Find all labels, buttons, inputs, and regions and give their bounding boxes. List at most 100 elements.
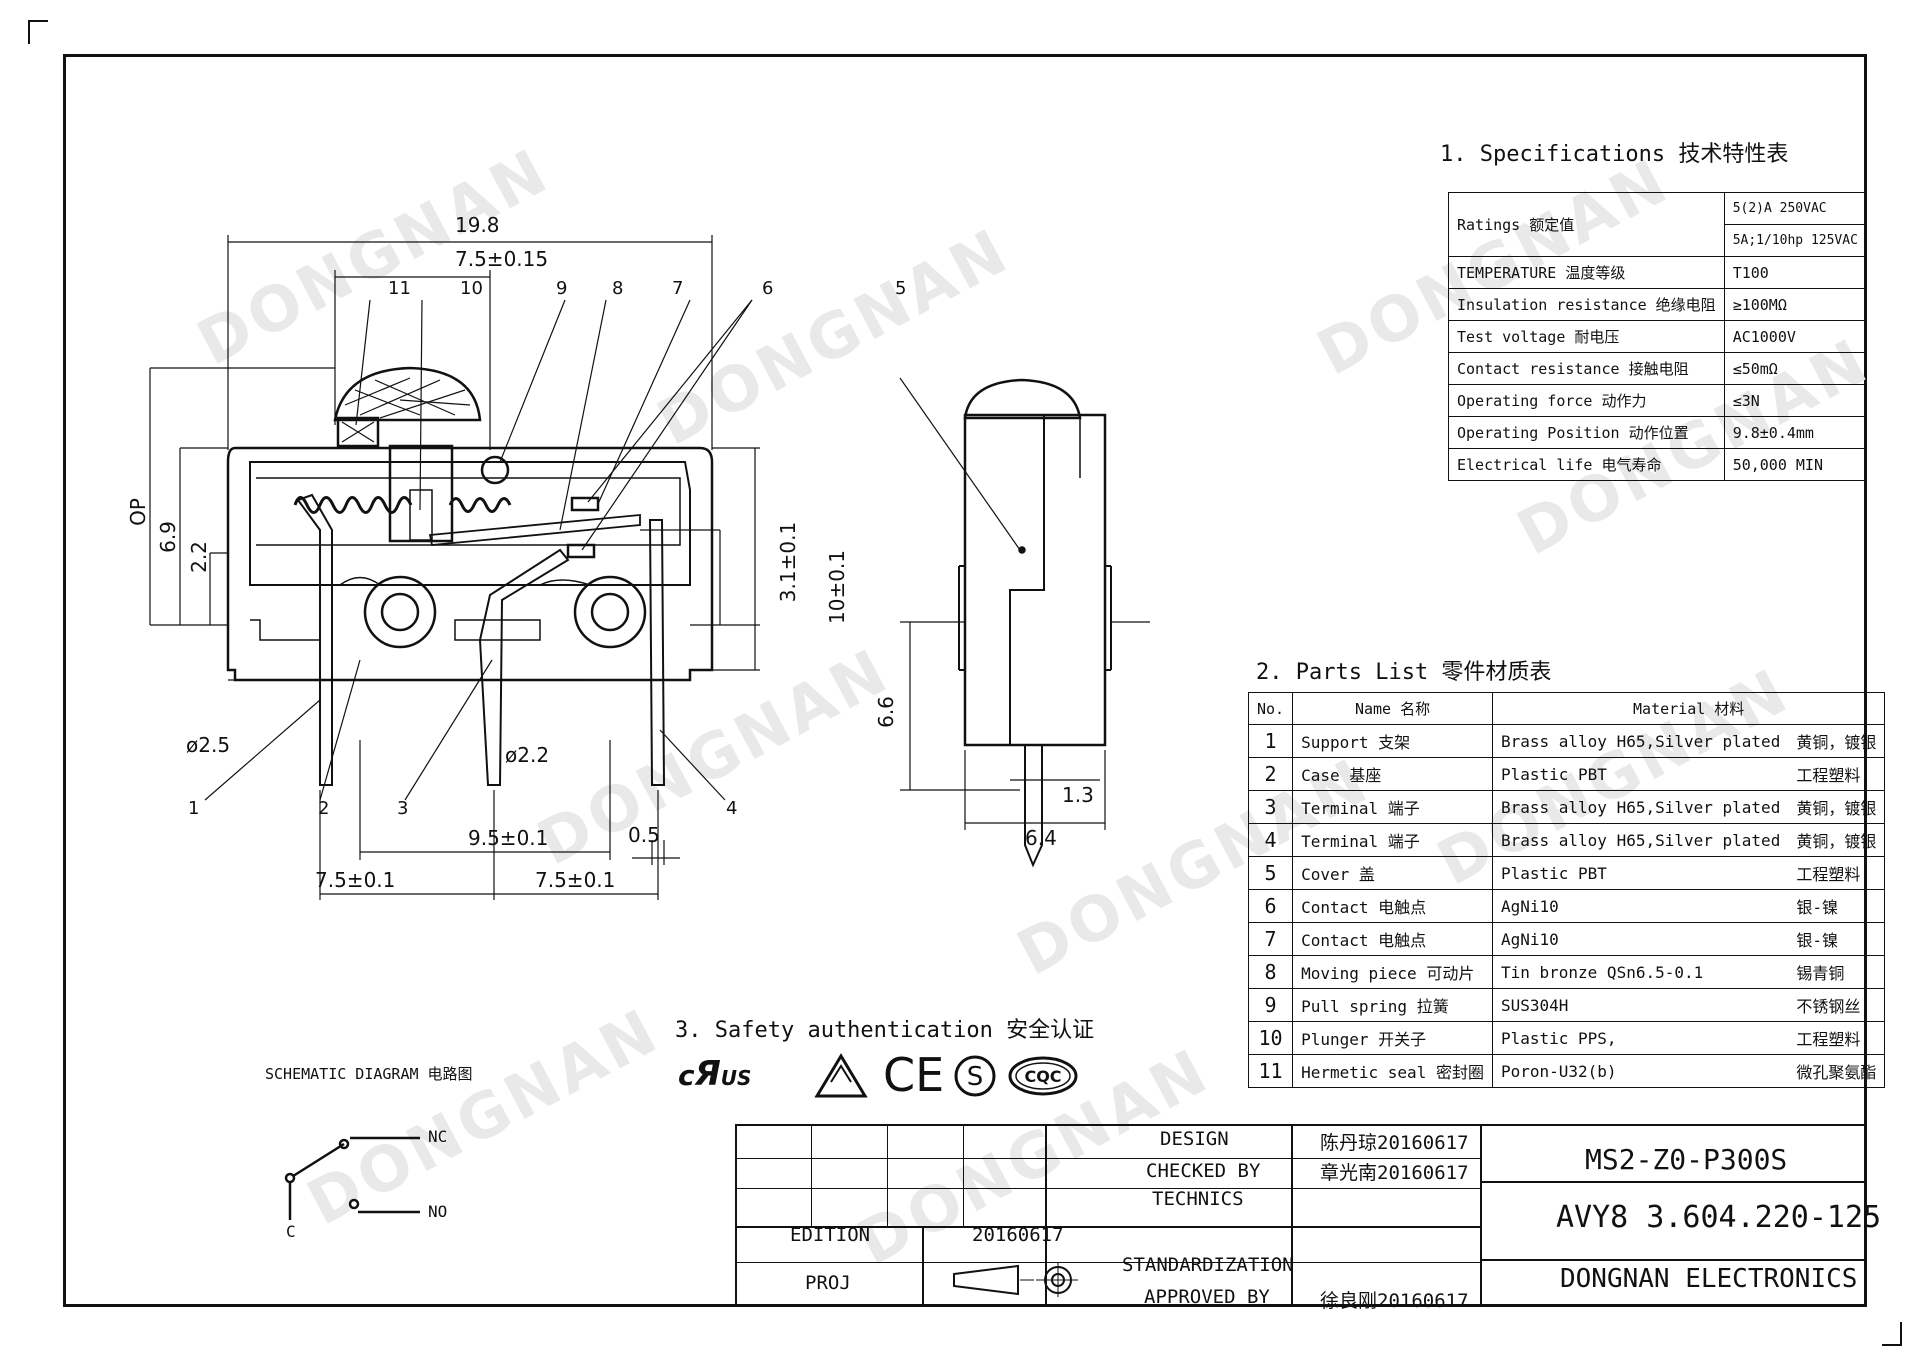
spec-value: 5A;1/10hp 125VAC (1723, 224, 1867, 257)
parts-header-name: Name 名称 (1292, 692, 1493, 725)
mounting-hole-left (363, 575, 437, 649)
balloon-4: 4 (726, 798, 738, 819)
mounting-hole-right (573, 575, 647, 649)
spec-label: TEMPERATURE 温度等级 (1448, 256, 1725, 289)
balloon-3: 3 (397, 798, 409, 819)
edition-label: EDITION (790, 1224, 871, 1246)
dim-side-6-4: 6.4 (1025, 826, 1057, 850)
dim-side-6-6: 6.6 (873, 696, 898, 728)
drawing-number: AVY8 3.604.220-125 (1556, 1200, 1882, 1235)
part-no: 6 (1247, 889, 1294, 923)
part-material-cn: 工程塑料 (1788, 856, 1886, 890)
dim-side-1-3: 1.3 (1062, 783, 1094, 807)
spec-label: Insulation resistance 绝缘电阻 (1448, 288, 1725, 321)
dim-plunger-offset: 7.5±0.15 (455, 247, 549, 271)
safety-title: 3. Safety authentication 安全认证 (675, 1018, 1095, 1043)
part-name: Terminal 端子 (1292, 823, 1493, 857)
checked-by-label: CHECKED BY (1146, 1160, 1261, 1182)
svg-text:S: S (967, 1062, 984, 1092)
balloon-5: 5 (895, 278, 907, 299)
switch-case (226, 446, 714, 682)
dim-pin-thickness: 0.5 (628, 823, 660, 847)
parts-header-material: Material 材料 (1491, 692, 1886, 725)
spec-row: 5A;1/10hp 125VAC (1449, 224, 1867, 257)
spring (293, 496, 413, 514)
part-name: Case 基座 (1292, 757, 1493, 791)
part-no: 7 (1247, 922, 1294, 956)
balloon-9: 9 (556, 278, 568, 299)
part-no: 8 (1247, 955, 1294, 989)
spec-value: AC1000V (1723, 320, 1867, 353)
part-material: Brass alloy H65,Silver plated (1491, 823, 1789, 857)
part-material: AgNi10 (1491, 922, 1789, 956)
part-name: Cover 盖 (1292, 856, 1493, 890)
part-material-cn: 不锈钢丝 (1788, 988, 1886, 1022)
part-material-cn: 黄铜，镀银 (1788, 724, 1886, 758)
spec-row: Insulation resistance 绝缘电阻≥100MΩ (1448, 288, 1867, 321)
dim-body-height: 10±0.1 (825, 549, 850, 625)
part-name: Moving piece 可动片 (1292, 955, 1493, 989)
side-body (963, 413, 1107, 747)
design-value: 陈丹琼20160617 (1320, 1132, 1469, 1154)
side-pin (1024, 745, 1043, 868)
part-name: Terminal 端子 (1292, 790, 1493, 824)
part-material: Poron-U32(b) (1491, 1054, 1789, 1088)
company-name: DONGNAN ELECTRONICS (1560, 1264, 1858, 1294)
dim-pitch-left: 7.5±0.1 (315, 868, 396, 892)
projection-symbol-icon (953, 1263, 1078, 1297)
part-material: Plastic PBT (1491, 757, 1789, 791)
standardization-label: STANDARDIZATION (1122, 1254, 1294, 1276)
spec-label: Operating force 动作力 (1448, 384, 1725, 417)
approved-by-value: 徐良刚20160617 (1320, 1290, 1469, 1312)
spec-value: ≤3N (1723, 384, 1867, 417)
schematic-diagram (284, 1136, 420, 1220)
spec-label: Operating Position 动作位置 (1448, 416, 1725, 449)
part-material: SUS304H (1491, 988, 1789, 1022)
dim-hole-dia-2-5: ø2.5 (186, 733, 231, 757)
proj-label: PROJ (805, 1272, 851, 1294)
spec-value: ≤50mΩ (1723, 352, 1867, 385)
design-label: DESIGN (1160, 1128, 1229, 1150)
triangle-mark-icon (814, 1053, 868, 1098)
cqc-mark-icon: CQC (1008, 1056, 1078, 1096)
part-name: Contact 电触点 (1292, 889, 1493, 923)
ce-mark-icon: CE (883, 1048, 945, 1102)
part-no: 5 (1247, 856, 1294, 890)
part-material: AgNi10 (1491, 889, 1789, 923)
side-view-drawing (899, 377, 1150, 868)
part-material-cn: 黄铜，镀银 (1788, 823, 1886, 857)
spec-label: Contact resistance 接触电阻 (1448, 352, 1725, 385)
svg-text:CQC: CQC (1024, 1067, 1061, 1086)
dim-height-6-9: 6.9 (155, 521, 180, 553)
part-name: Hermetic seal 密封圈 (1292, 1054, 1493, 1088)
terminal-3 (478, 548, 570, 786)
part-no: 4 (1247, 823, 1294, 857)
part-no: 9 (1247, 988, 1294, 1022)
balloon-11: 11 (388, 278, 411, 299)
spec-value: 5(2)A 250VAC (1723, 192, 1867, 225)
part-name: Plunger 开关子 (1292, 1021, 1493, 1055)
spec-value: ≥100MΩ (1723, 288, 1867, 321)
schematic-no-label: NO (428, 1202, 448, 1221)
part-material-cn: 银-镍 (1788, 922, 1886, 956)
part-name: Contact 电触点 (1292, 922, 1493, 956)
part-material: Plastic PBT (1491, 856, 1789, 890)
spec-label: Ratings 额定值 (1448, 192, 1725, 257)
part-no: 11 (1247, 1054, 1294, 1088)
part-no: 1 (1247, 724, 1294, 758)
dim-pitch-right: 7.5±0.1 (535, 868, 616, 892)
plunger-dome (333, 366, 482, 422)
pivot-pin (480, 455, 510, 485)
moving-piece (428, 514, 641, 546)
